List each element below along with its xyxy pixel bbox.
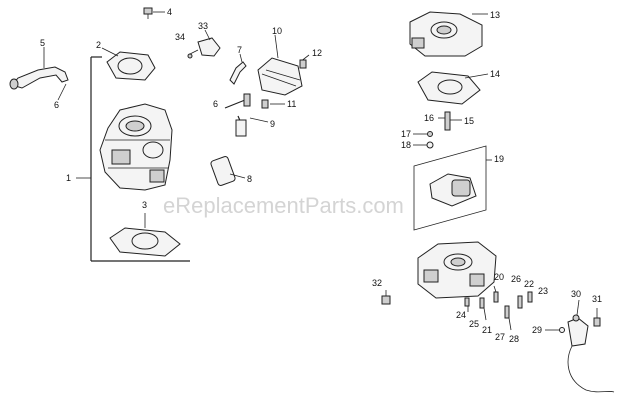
callout-label: 20 [494,272,504,282]
jets-and-screws [464,285,533,331]
callout-label: 34 [175,32,185,42]
callout-label: 2 [96,40,101,50]
mounting-gasket-part [109,213,181,257]
callout-label: 11 [287,99,296,109]
float-assembly-box [413,145,492,231]
callout-label: 26 [511,274,521,284]
callout-label: 5 [40,38,45,48]
callout-label: 14 [490,69,500,79]
callout-label: 4 [167,7,172,17]
callout-label: 18 [401,140,411,150]
callout-label: 25 [469,319,479,329]
callout-label: 13 [490,10,500,20]
watermark: eReplacementParts.com [163,193,404,218]
callout-label: 1 [66,173,71,183]
callout-label: 21 [482,325,492,335]
screw-part [143,7,165,19]
callout-label: 30 [571,289,581,299]
screw-part-32 [381,290,391,305]
callout-label: 24 [456,310,466,320]
fuel-filter-part [210,156,246,186]
callout-label: 8 [247,174,252,184]
fuel-filter-housing-part [257,34,310,96]
gasket-part [101,47,156,81]
callout-label: 16 [424,113,434,123]
solenoid-part [545,299,615,393]
callout-label: 9 [270,119,275,129]
callout-label: 23 [538,286,548,296]
callout-label: 7 [237,45,242,55]
callout-label: 33 [198,21,208,31]
callout-label: 15 [464,116,474,126]
callout-label: 29 [532,325,542,335]
callout-label: 10 [272,26,282,36]
callout-label: 19 [494,154,504,164]
callout-label: 27 [495,332,505,342]
bracket-part [187,29,221,59]
callout-label: 31 [592,294,602,304]
carburetor-body-bottom-right [417,241,497,299]
callout-label: 6 [54,100,59,110]
linkage-part [224,93,285,137]
hose-part [9,47,69,101]
callout-label: 32 [372,278,382,288]
gasket-part-right [417,71,489,105]
needle-valve-part [413,111,462,149]
callout-label: 6 [213,99,218,109]
carburetor-body-left [99,103,173,191]
callout-label: 28 [509,334,519,344]
carburetor-body-top-right [409,11,488,57]
callout-label: 17 [401,129,411,139]
callout-label: 12 [312,48,322,58]
fuel-line-part [229,53,247,85]
assembly-bracket [76,56,190,262]
callout-label: 3 [142,200,147,210]
callout-label: 22 [524,279,534,289]
